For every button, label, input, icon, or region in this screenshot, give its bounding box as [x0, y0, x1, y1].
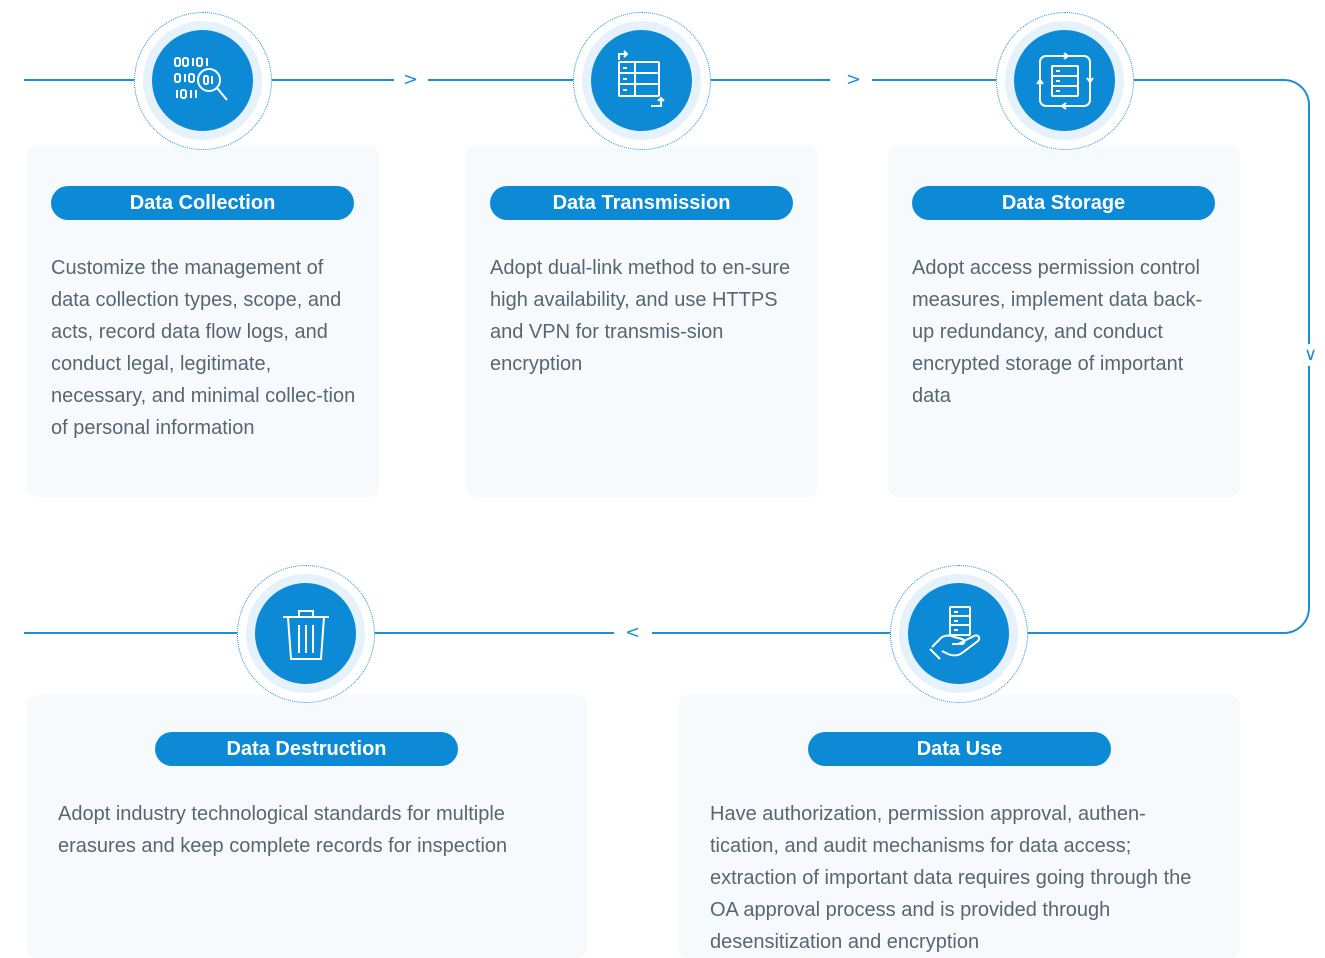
arrow-down: ∨	[1304, 344, 1318, 366]
step-icon-destruction	[237, 565, 375, 703]
step-text-transmission: Adopt dual-link method to en-sure high a…	[490, 257, 791, 375]
binary-search-icon	[173, 56, 228, 101]
step-icon-transmission	[573, 12, 711, 150]
step-title-collection: Data Collection	[51, 186, 354, 220]
arrow-right-2: >	[846, 69, 862, 90]
step-title-destruction: Data Destruction	[155, 732, 458, 766]
step-icon-use	[890, 565, 1028, 703]
step-text-collection: Customize the management of data collect…	[51, 257, 356, 439]
flow-line-right-turn	[1250, 79, 1310, 634]
step-title-transmission: Data Transmission	[490, 186, 793, 220]
trash-icon	[282, 609, 329, 660]
server-sync-icon	[617, 49, 665, 107]
step-text-storage: Adopt access permission control measures…	[912, 257, 1203, 407]
step-icon-storage	[996, 12, 1134, 150]
storage-cycle-icon	[1035, 51, 1094, 110]
step-icon-collection	[134, 12, 272, 150]
arrow-left: <	[625, 622, 641, 643]
step-text-destruction: Adopt industry technological standards f…	[58, 803, 508, 857]
arrow-right-1: >	[403, 69, 419, 90]
hand-server-icon	[928, 605, 980, 660]
step-text-use: Have authorization, permission approval,…	[710, 803, 1192, 953]
step-title-storage: Data Storage	[912, 186, 1215, 220]
step-title-use: Data Use	[808, 732, 1111, 766]
